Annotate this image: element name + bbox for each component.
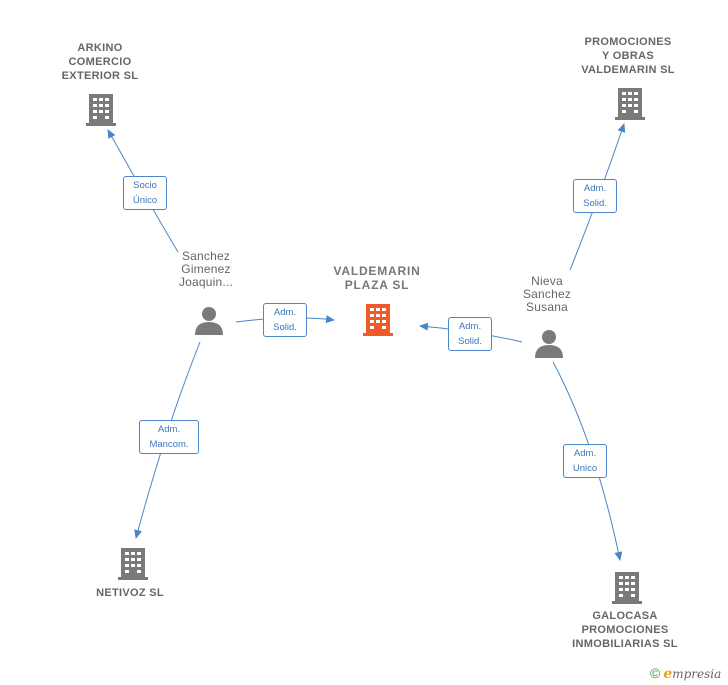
building-icon[interactable]: [612, 570, 644, 604]
brand-initial: e: [663, 666, 673, 682]
building-icon[interactable]: [615, 86, 647, 120]
edge-label-adm-solid-right: Adm. Solid.: [448, 317, 492, 351]
company-name-arkino[interactable]: ARKINO COMERCIO EXTERIOR SL: [61, 42, 139, 82]
copyright-icon: ©: [650, 665, 661, 681]
person-icon[interactable]: [194, 305, 224, 335]
edge-label-socio-unico: Socio Único: [123, 176, 167, 210]
person-icon[interactable]: [534, 328, 564, 358]
company-name-galocasa[interactable]: GALOCASA PROMOCIONES INMOBILIARIAS SL: [572, 610, 678, 650]
building-icon[interactable]: [118, 546, 150, 580]
edge-label-adm-solid-left: Adm. Solid.: [263, 303, 307, 337]
person-name-nieva[interactable]: Nieva Sanchez Susana: [522, 274, 572, 314]
person-name-sanchez[interactable]: Sanchez Gimenez Joaquin...: [178, 249, 234, 289]
edge-label-adm-solid-top: Adm. Solid.: [573, 179, 617, 213]
center-company-name[interactable]: VALDEMARIN PLAZA SL: [333, 264, 421, 292]
empresia-logo[interactable]: ©empresia: [650, 665, 721, 682]
company-name-promociones[interactable]: PROMOCIONES Y OBRAS VALDEMARIN SL: [581, 36, 675, 76]
building-icon[interactable]: [86, 92, 118, 126]
edge-label-adm-unico: Adm. Unico: [563, 444, 607, 478]
brand-name: mpresia: [672, 667, 722, 681]
building-icon[interactable]: [363, 302, 395, 336]
company-name-netivoz[interactable]: NETIVOZ SL: [96, 587, 164, 599]
edge-label-adm-mancom: Adm. Mancom.: [139, 420, 199, 454]
